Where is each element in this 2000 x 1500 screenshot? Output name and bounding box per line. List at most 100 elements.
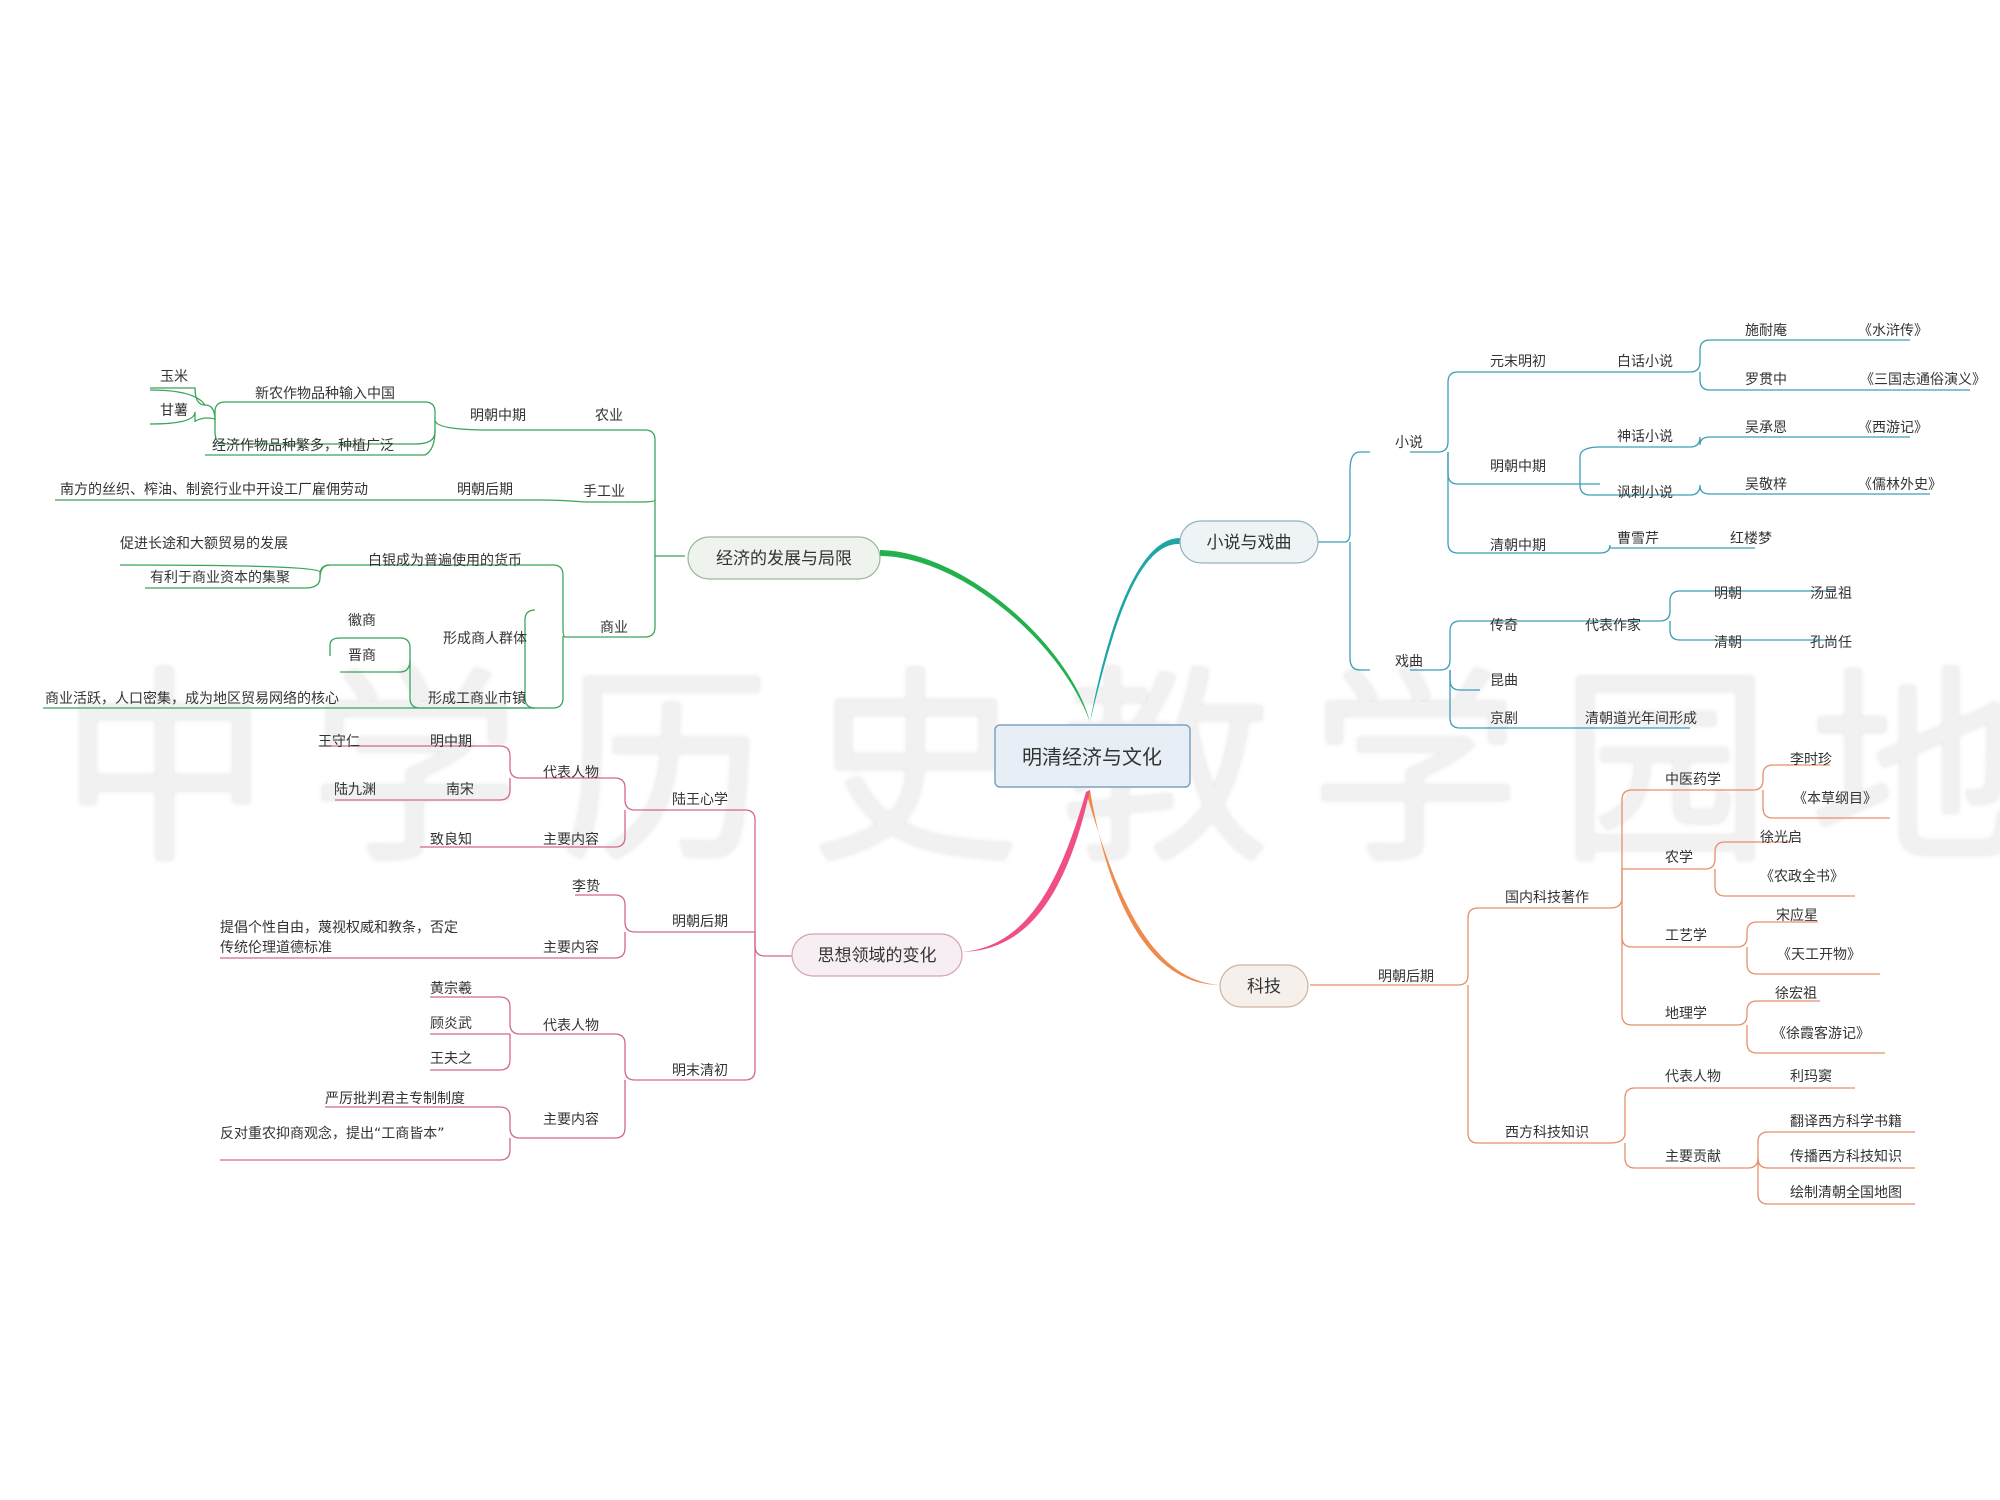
sci-cc: 绘制清朝全国地图 bbox=[1790, 1184, 1902, 1201]
sci-song: 宋应星 bbox=[1776, 907, 1818, 924]
lit-xiyou: 《西游记》 bbox=[1858, 420, 1928, 436]
econ-jinshang: 晋商 bbox=[348, 648, 376, 664]
lit-chuanqi: 传奇 bbox=[1490, 617, 1518, 634]
lit-satire: 讽刺小说 bbox=[1617, 485, 1673, 501]
tho-lu: 陆九渊 bbox=[334, 782, 376, 798]
sci-ca: 翻译西方科学书籍 bbox=[1790, 1113, 1902, 1130]
lit-qing-mid: 清朝中期 bbox=[1490, 538, 1546, 554]
lit-jingju-desc: 清朝道光年间形成 bbox=[1585, 711, 1697, 727]
econ-merchant-groups: 形成商人群体 bbox=[443, 631, 527, 647]
lit-hongloumeng: 红楼梦 bbox=[1730, 531, 1772, 547]
tho-lizhi-line1: 提倡个性自由，蔑视权威和教条，否定 bbox=[220, 919, 458, 936]
lit-tang: 汤显祖 bbox=[1810, 586, 1852, 602]
econ-towns: 形成工商业市镇 bbox=[428, 690, 526, 707]
science-node[interactable] bbox=[1219, 964, 1309, 1008]
tho-ming-mid: 明中期 bbox=[430, 734, 472, 750]
lit-shi: 施耐庵 bbox=[1745, 322, 1787, 339]
lit-sanguo: 《三国志通俗演义》 bbox=[1860, 372, 1986, 388]
sci-li: 李时珍 bbox=[1790, 752, 1832, 768]
tho-zhiliangzhi: 致良知 bbox=[430, 831, 472, 848]
root-node[interactable] bbox=[994, 724, 1191, 788]
lit-kunqu: 昆曲 bbox=[1490, 673, 1518, 689]
sci-bencao: 《本草纲目》 bbox=[1793, 791, 1877, 807]
lit-cao: 曹雪芹 bbox=[1617, 531, 1659, 547]
lit-writers: 代表作家 bbox=[1585, 617, 1641, 634]
tho-lizhi-line2: 传统伦理道德标准 bbox=[220, 940, 332, 956]
sci-med: 中医药学 bbox=[1665, 772, 1721, 788]
sci-geo: 地理学 bbox=[1665, 1006, 1707, 1022]
econ-commerce: 商业 bbox=[600, 620, 628, 636]
lit-rulin: 《儒林外史》 bbox=[1858, 477, 1942, 493]
sci-nongzheng: 《农政全书》 bbox=[1760, 868, 1844, 885]
lit-vernacular: 白话小说 bbox=[1617, 354, 1673, 370]
tho-late-qing: 明末清初 bbox=[672, 1062, 728, 1079]
lit-opera: 戏曲 bbox=[1395, 654, 1423, 670]
tho-rep2: 代表人物 bbox=[543, 1018, 599, 1034]
econ-handicraft: 手工业 bbox=[583, 484, 625, 500]
sci-rep: 代表人物 bbox=[1665, 1069, 1721, 1085]
sci-craft: 工艺学 bbox=[1665, 928, 1707, 944]
tho-lizhi: 李贽 bbox=[572, 879, 600, 895]
tho-rep: 代表人物 bbox=[543, 765, 599, 781]
literature-node[interactable] bbox=[1179, 520, 1319, 564]
literature-connectors bbox=[1318, 339, 1970, 729]
econ-huishang: 徽商 bbox=[348, 613, 376, 629]
main-branches bbox=[880, 538, 1220, 985]
economy-connectors bbox=[43, 387, 685, 709]
lit-wuce: 吴承恩 bbox=[1745, 420, 1787, 436]
tho-wangfz: 王夫之 bbox=[430, 1051, 472, 1067]
thought-node[interactable] bbox=[791, 933, 963, 977]
econ-sweet-potato: 甘薯 bbox=[160, 403, 188, 419]
tho-c3b: 反对重农抑商观念，提出“工商皆本” bbox=[220, 1125, 445, 1142]
lit-qing: 清朝 bbox=[1714, 635, 1742, 651]
econ-agri: 农业 bbox=[595, 408, 623, 424]
econ-hand-late: 明朝后期 bbox=[457, 482, 513, 498]
economy-label: 经济的发展与局限 bbox=[716, 549, 852, 569]
econ-hand-desc: 南方的丝织、榨油、制瓷行业中开设工厂雇佣劳动 bbox=[60, 481, 368, 498]
lit-jingju: 京剧 bbox=[1490, 711, 1518, 727]
sci-agri: 农学 bbox=[1665, 850, 1693, 866]
sci-xu: 徐光启 bbox=[1760, 830, 1802, 846]
sci-youji: 《徐霞客游记》 bbox=[1772, 1025, 1870, 1042]
sci-contrib: 主要贡献 bbox=[1665, 1149, 1721, 1165]
branch-economy bbox=[880, 550, 1090, 722]
tho-luwang: 陆王心学 bbox=[672, 792, 728, 808]
lit-myth: 神话小说 bbox=[1617, 429, 1673, 445]
econ-crops-many: 经济作物品种繁多，种植广泛 bbox=[212, 437, 394, 454]
sci-xuhz: 徐宏祖 bbox=[1775, 986, 1817, 1002]
nodes: 明清经济与文化 经济的发展与局限 小说与戏曲 科技 思想领域的变化 农业 明朝中… bbox=[45, 322, 1986, 1201]
science-connectors bbox=[1310, 764, 1915, 1205]
economy-node[interactable] bbox=[687, 536, 881, 580]
tho-wang: 王守仁 bbox=[318, 734, 360, 750]
lit-ming: 明朝 bbox=[1714, 586, 1742, 602]
sci-late-ming: 明朝后期 bbox=[1378, 969, 1434, 985]
sci-cb: 传播西方科技知识 bbox=[1790, 1148, 1902, 1165]
tho-c3a: 严厉批判君主专制制度 bbox=[325, 1091, 465, 1107]
branch-literature bbox=[1090, 538, 1180, 722]
lit-wujz: 吴敬梓 bbox=[1745, 477, 1787, 493]
sci-ricci: 利玛窦 bbox=[1790, 1069, 1832, 1085]
literature-label: 小说与戏曲 bbox=[1207, 533, 1292, 553]
econ-silver: 白银成为普遍使用的货币 bbox=[368, 552, 522, 569]
lit-novel: 小说 bbox=[1395, 435, 1423, 451]
econ-new-crops: 新农作物品种输入中国 bbox=[255, 386, 395, 402]
econ-towns-desc: 商业活跃，人口密集，成为地区贸易网络的核心 bbox=[45, 690, 339, 707]
tho-huang: 黄宗羲 bbox=[430, 980, 472, 997]
branch-science bbox=[1086, 790, 1220, 985]
lit-yuan-ming: 元末明初 bbox=[1490, 353, 1546, 370]
thought-label: 思想领域的变化 bbox=[818, 946, 937, 966]
tho-content2: 主要内容 bbox=[543, 939, 599, 956]
sci-tiangong: 《天工开物》 bbox=[1777, 947, 1861, 963]
lit-shuihu: 《水浒传》 bbox=[1858, 323, 1928, 339]
science-label: 科技 bbox=[1247, 977, 1281, 997]
lit-kong: 孔尚任 bbox=[1810, 635, 1852, 651]
tho-content: 主要内容 bbox=[543, 831, 599, 848]
tho-gu: 顾炎武 bbox=[430, 1016, 472, 1032]
sci-domestic: 国内科技著作 bbox=[1505, 890, 1589, 906]
thought-connectors bbox=[220, 745, 792, 1161]
sci-western: 西方科技知识 bbox=[1505, 1124, 1589, 1141]
lit-luo: 罗贯中 bbox=[1745, 372, 1787, 388]
branch-thought bbox=[960, 790, 1090, 952]
econ-corn: 玉米 bbox=[160, 369, 188, 385]
econ-silver-a: 促进长途和大额贸易的发展 bbox=[120, 535, 288, 552]
